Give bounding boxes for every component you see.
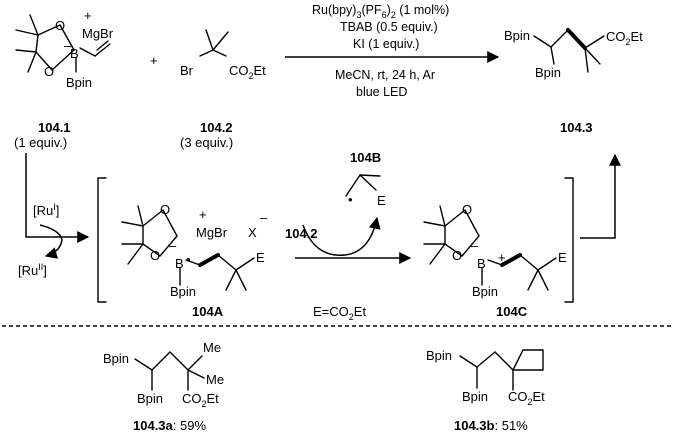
e-group-104a: E [256,250,265,265]
bracket-left [97,177,107,303]
e-group-104c: E [558,250,567,265]
compound-equiv-104-2: (3 equiv.) [180,135,233,150]
charge-plus-104a: + [199,207,207,222]
mgbr-104a: MgBr [196,225,228,240]
bpin-104c: Bpin [472,284,498,299]
charge-minus-1041: – [64,38,72,53]
ester-1043: CO2Et [606,29,643,47]
ester-1042: CO2Et [229,63,266,81]
e-definition: E=CO2Et [313,304,366,322]
atom-o-104c-top: O [462,202,472,217]
compound-id-104c: 104C [496,304,528,319]
atom-b-1041: B [70,46,79,61]
condition-solvent: MeCN, rt, 24 h, Ar [335,68,435,82]
ester-p3b: CO2Et [508,389,545,407]
atom-b-104c: B [477,256,486,271]
compound-id-104-1: 104.1 [38,120,71,135]
plus-sign-reactants: + [150,53,158,68]
ru-redox-curved-arrow [39,224,63,259]
reagent-104-2-label: 104.2 [285,226,318,241]
compound-104b-structure [345,174,381,197]
atom-b-104a: B [175,256,184,271]
compound-id-104-2: 104.2 [200,120,233,135]
bpin-p3a-top: Bpin [103,351,129,366]
condition-additive-tbab: TBAB (0.5 equiv.) [340,20,438,34]
charge-minus-104a: – [169,238,177,253]
condition-additive-ki: KI (1 equiv.) [353,37,419,51]
radical-104b: • [348,192,353,207]
bpin-104a: Bpin [170,284,196,299]
counterion-x-104a: X [248,225,257,240]
compound-104-3-structure [533,28,605,73]
compound-104-1-structure [15,14,111,73]
atom-br-1042: Br [180,63,194,78]
charge-minus-x-104a: – [260,210,268,225]
condition-light: blue LED [356,85,407,99]
charge-minus-104c: – [471,238,479,253]
me-p3a-top: Me [203,340,221,355]
radical-104a: • [186,252,191,267]
atom-o-1041-bottom: O [44,64,54,79]
bracket-right [564,177,574,303]
bpin-1043-top: Bpin [504,28,530,43]
mgbr-1041: MgBr [82,26,114,41]
condition-catalyst: Ru(bpy)3(PF6)2 (1 mol%) [312,3,449,20]
mechanism-exit-arrow [580,153,621,239]
compound-104a-structure [121,205,255,291]
mechanism-entry-arrow [25,153,90,243]
bpin-p3a-bottom: Bpin [137,391,163,406]
bpin-1041: Bpin [66,75,92,90]
compound-104-2-structure [199,29,229,57]
product-104-3b-structure [459,349,544,391]
compound-id-104-3: 104.3 [560,120,593,135]
product-104-3a-structure [134,351,205,391]
atom-o-104a-top: O [160,202,170,217]
ester-p3a: CO2Et [182,391,219,409]
atom-o-104a-bottom: O [150,248,160,263]
bpin-p3b-top: Bpin [426,348,452,363]
ru-ii-label: [RuII] [18,262,47,278]
atom-o-104c-bottom: O [452,248,462,263]
product-label-104-3a: 104.3a: 59% [133,418,206,433]
bpin-p3b-bottom: Bpin [462,389,488,404]
compound-104c-structure [423,205,557,291]
compound-equiv-104-1: (1 equiv.) [14,135,67,150]
radical-curved-arrow [302,216,381,256]
charge-plus-104c: + [498,250,506,265]
compound-id-104a: 104A [192,304,224,319]
atom-o-1041-top: O [55,18,65,33]
bpin-1043-bottom: Bpin [535,65,561,80]
charge-plus-1041: + [84,8,92,23]
ru-i-label: [RuI] [33,202,59,218]
product-label-104-3b: 104.3b: 51% [454,418,528,433]
me-p3a-bottom: Me [206,372,224,387]
e-group-104b: E [377,193,386,208]
compound-id-104b: 104B [350,150,381,165]
